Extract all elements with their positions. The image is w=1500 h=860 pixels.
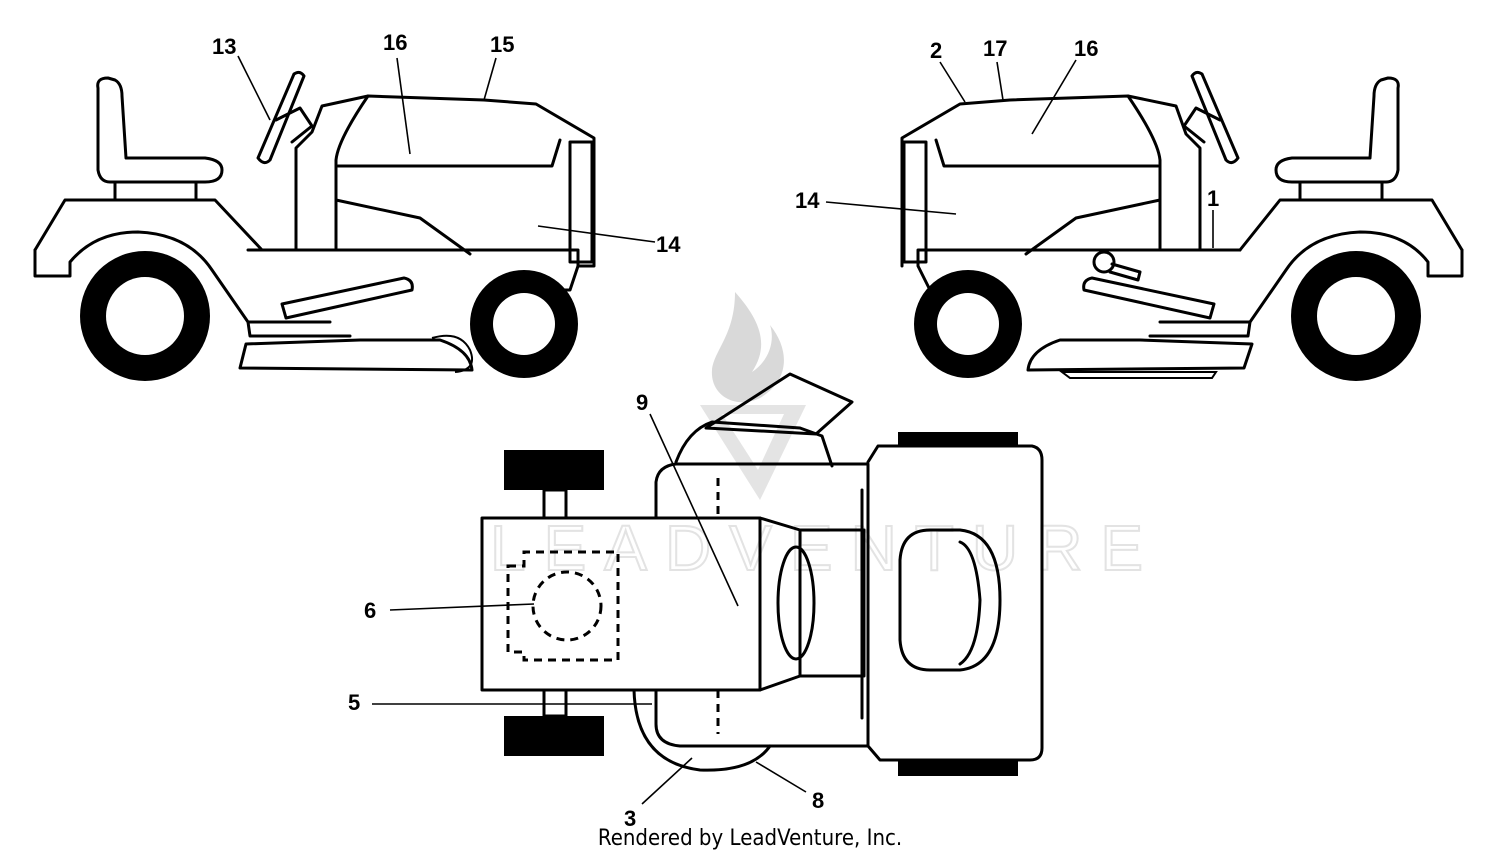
callout-15: 15 bbox=[490, 32, 514, 57]
callout-14-left: 14 bbox=[656, 232, 681, 257]
callout-16-right: 16 bbox=[1074, 36, 1098, 61]
callout-6: 6 bbox=[364, 598, 376, 623]
left-side-view-tractor bbox=[33, 70, 596, 381]
callout-labels: 13 16 15 14 2 17 16 14 1 9 6 5 3 8 bbox=[212, 30, 1219, 831]
footer-credit: Rendered by LeadVenture, Inc. bbox=[597, 826, 903, 851]
callout-16-left: 16 bbox=[383, 30, 407, 55]
callout-2: 2 bbox=[930, 38, 942, 63]
right-side-view-tractor bbox=[900, 70, 1464, 381]
watermark-logo: LEADVENTURE bbox=[489, 292, 1161, 585]
callout-5: 5 bbox=[348, 690, 360, 715]
callout-1: 1 bbox=[1207, 186, 1219, 211]
callout-8: 8 bbox=[812, 788, 824, 813]
watermark-text: LEADVENTURE bbox=[490, 512, 1161, 584]
callout-14-right: 14 bbox=[795, 188, 820, 213]
callout-17: 17 bbox=[983, 36, 1007, 61]
leader-lines bbox=[237, 55, 1214, 805]
top-view-tractor bbox=[480, 372, 1044, 776]
callout-13: 13 bbox=[212, 34, 236, 59]
callout-3: 3 bbox=[624, 806, 636, 831]
callout-9: 9 bbox=[636, 390, 648, 415]
